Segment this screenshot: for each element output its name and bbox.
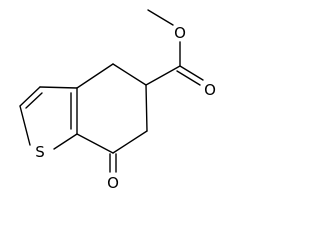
atom-carbonyl-oxygen: O [204, 81, 216, 99]
atom-sulfur: S [35, 143, 45, 161]
molecule-structure: S O O O [19, 9, 216, 191]
bond-ccarbonyl-o-double-b [176, 70, 201, 86]
bond-s-c2 [19, 105, 31, 146]
bond-c4-c5 [112, 63, 147, 86]
bond-c5-c6 [145, 84, 148, 132]
bond-ccarbonyl-o-double-a [179, 65, 204, 81]
bond-c2-c3-inner [25, 92, 43, 109]
bond-c3a-c4 [76, 63, 114, 89]
bond-c6-c7 [112, 130, 148, 154]
bond-c7a-s [53, 133, 78, 150]
bond-o-ester-methyl [147, 9, 174, 26]
bond-c5-ccarbonyl [145, 65, 181, 86]
bond-c3-c3a [39, 86, 78, 89]
atom-ester-oxygen: O [174, 24, 186, 42]
bond-c2-c3 [19, 86, 41, 107]
bond-c7-c7a [76, 133, 114, 154]
atom-ketone-oxygen: O [107, 174, 119, 191]
